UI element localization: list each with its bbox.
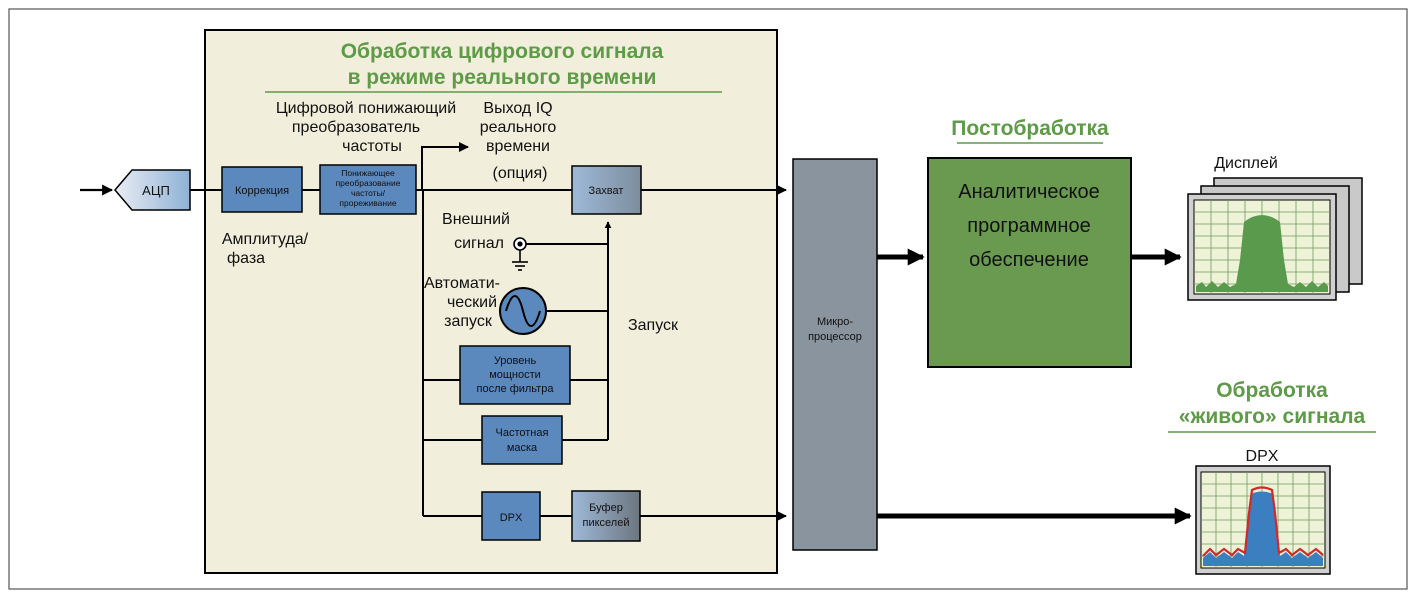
analytic-software-line1: Аналитическое (958, 181, 1099, 203)
pixel-buffer-line2: пикселей (583, 517, 630, 529)
analytic-software-line3: обеспечение (969, 249, 1089, 271)
microprocessor-block (792, 158, 878, 551)
display-spectrum-icon (1196, 215, 1328, 292)
dpx-block (481, 491, 541, 541)
display-label: Дисплей (1214, 155, 1278, 172)
ext-signal-label-line1: Внешний (442, 211, 510, 228)
realtime-title-line2: в режиме реального времени (348, 66, 657, 89)
analytic-software-block (927, 157, 1132, 368)
auto-trigger-label-line2: ческий (447, 294, 497, 311)
freq-mask-line2: маска (507, 442, 538, 454)
power-level-line1: Уровень (494, 355, 537, 367)
capture-block (571, 165, 642, 215)
ddc-block-line4: прореживание (339, 198, 396, 208)
ddc-label-line1: Цифровой понижающий (276, 100, 456, 117)
ddc-block-line2: преобразование (336, 178, 401, 188)
signal-wires (80, 142, 1192, 525)
external-connector-icon (512, 237, 528, 271)
pixel-buffer-line1: Буфер (589, 502, 623, 514)
sine-generator-icon (499, 287, 547, 335)
post-title: Постобработка (951, 117, 1109, 140)
live-title-line1: Обработка (1216, 379, 1328, 402)
iq-label-line3: времени (486, 138, 550, 155)
ddc-block-line1: Понижающее (341, 168, 395, 178)
adc-block (114, 169, 191, 211)
correction-block (221, 166, 303, 213)
analytic-software-line2: программное (967, 215, 1090, 237)
auto-trigger-label-line1: Автомати- (424, 275, 500, 292)
capture-label: Захват (589, 185, 624, 197)
auto-trigger-label-line3: запуск (444, 313, 493, 330)
iq-label-line2: реального (480, 119, 557, 136)
display-screens-icon (1187, 177, 1363, 301)
ddc-block (319, 164, 417, 215)
ddc-label-line3: частоты (342, 138, 402, 155)
dpx-block-label: DPX (500, 512, 523, 524)
power-level-block (459, 345, 571, 405)
correction-label: Коррекция (235, 185, 289, 197)
freq-mask-line1: Частотная (496, 427, 549, 439)
microprocessor-line1: Микро- (817, 316, 853, 328)
ddc-block-line3: частоты/ (351, 188, 386, 198)
microprocessor-line2: процессор (808, 331, 862, 343)
amp-phase-label-line1: Амплитуда/ (222, 231, 309, 248)
trigger-label: Запуск (628, 317, 679, 334)
ddc-label-line2: преобразователь (292, 119, 420, 136)
realtime-title-line1: Обработка цифрового сигнала (341, 40, 664, 63)
iq-label-line4: (опция) (493, 165, 548, 182)
dpx-spectrum-peak-icon (1202, 486, 1324, 557)
amp-phase-label-line2: фаза (227, 250, 265, 267)
freq-mask-block (481, 415, 563, 465)
ext-signal-label-line2: сигнал (454, 235, 504, 252)
dpx-screen-icon (1195, 465, 1331, 575)
power-level-line2: мощности (489, 369, 541, 381)
power-level-line3: после фильтра (477, 383, 555, 395)
dpx-display-label: DPX (1246, 448, 1279, 465)
iq-label-line1: Выход IQ (483, 100, 552, 117)
dpx-spectrum-fill-icon (1203, 491, 1323, 566)
pixel-buffer-block (571, 490, 641, 542)
realtime-panel (204, 29, 778, 574)
adc-label: АЦП (142, 183, 170, 198)
live-title-line2: «живого» сигнала (1179, 405, 1366, 428)
